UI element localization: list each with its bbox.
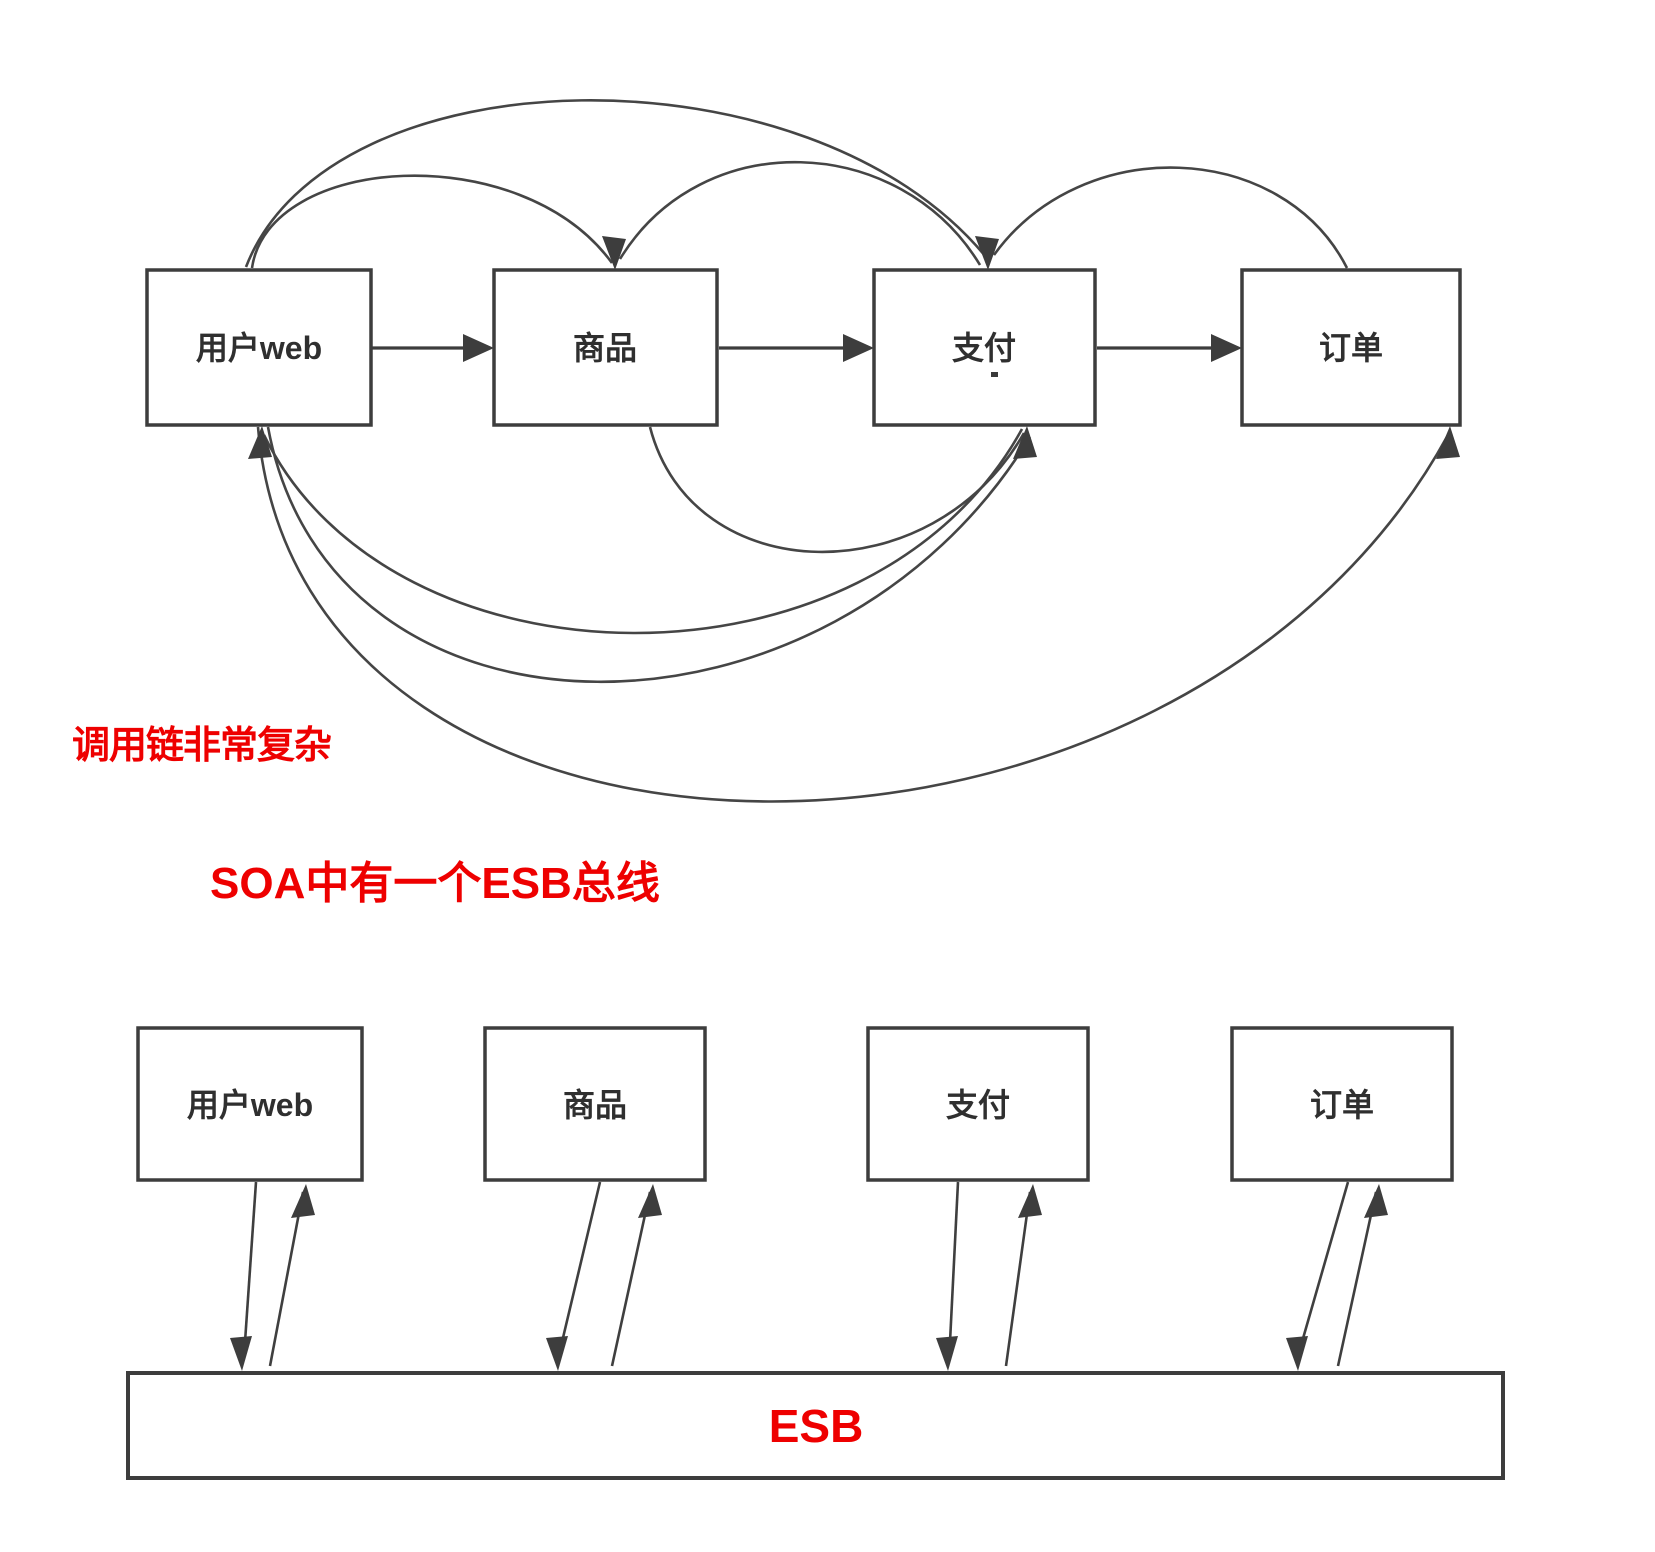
edge-userweb-goods-top-arc bbox=[250, 174, 614, 269]
node-pay-top-box bbox=[872, 268, 1097, 427]
node-goods-bottom-box bbox=[483, 1026, 707, 1182]
node-goods-top: 商品 bbox=[492, 268, 719, 427]
arrowhead-right-2-icon bbox=[843, 334, 874, 362]
arrowhead-up-userweb-icon bbox=[291, 1184, 315, 1218]
node-pay-bottom-box bbox=[866, 1026, 1090, 1182]
arrowhead-up-pay-icon bbox=[1018, 1184, 1042, 1218]
edge-userweb-pay-top-arc bbox=[244, 99, 988, 268]
node-goods-bottom: 商品 bbox=[483, 1026, 707, 1182]
esb-bus-label: ESB bbox=[769, 1400, 864, 1452]
arrowhead-down-pay-icon bbox=[936, 1336, 958, 1371]
node-userweb-bottom-box bbox=[136, 1026, 364, 1182]
edge-userweb-order-bottom-arc bbox=[256, 426, 1450, 803]
edge-pay-userweb-bottom-arc bbox=[262, 428, 1024, 635]
node-goods-bottom-label: 商品 bbox=[563, 1087, 627, 1123]
arrowhead-down-userweb-icon bbox=[230, 1336, 252, 1371]
arrowhead-down-order-icon bbox=[1286, 1336, 1308, 1371]
arrowhead-up-order-icon bbox=[1364, 1184, 1388, 1218]
link-esb-to-pay bbox=[1004, 1191, 1032, 1367]
arrowhead-right-1-icon bbox=[463, 334, 494, 362]
esb-bus: ESB bbox=[126, 1371, 1505, 1480]
arrowhead-down-goods-icon bbox=[546, 1336, 568, 1371]
arrowhead-up-goods-icon bbox=[638, 1184, 662, 1218]
node-goods-top-box bbox=[492, 268, 719, 427]
arrowhead-into-order-bottom-icon bbox=[1436, 426, 1460, 459]
edge-order-pay-top-arc bbox=[992, 166, 1349, 269]
arrowhead-into-pay-top-icon bbox=[975, 236, 999, 270]
node-pay-top-label: 支付 bbox=[952, 330, 1016, 366]
complex-chain-caption: 调用链非常复杂 bbox=[72, 725, 331, 767]
node-userweb-top-label: 用户web bbox=[196, 330, 322, 366]
arrowhead-right-3-icon bbox=[1211, 334, 1242, 362]
stray-dot bbox=[991, 372, 998, 377]
node-order-top-label: 订单 bbox=[1319, 330, 1383, 366]
link-goods-to-esb bbox=[560, 1181, 602, 1343]
node-goods-top-label: 商品 bbox=[573, 330, 637, 366]
link-order-to-esb bbox=[1300, 1181, 1350, 1343]
node-order-bottom: 订单 bbox=[1230, 1026, 1454, 1182]
node-userweb-top: 用户web bbox=[145, 268, 373, 427]
link-pay-to-esb bbox=[948, 1181, 960, 1343]
edge-pay-goods-top-arc bbox=[618, 160, 982, 266]
link-esb-to-goods bbox=[610, 1191, 652, 1367]
arrowhead-into-goods-top-icon bbox=[602, 236, 626, 270]
link-esb-to-order bbox=[1336, 1191, 1378, 1367]
arrowhead-into-pay-bottom-icon bbox=[1013, 426, 1037, 459]
arrowhead-into-userweb-bottom-icon bbox=[248, 426, 272, 459]
node-order-bottom-box bbox=[1230, 1026, 1454, 1182]
node-pay-top: 支付 bbox=[872, 268, 1097, 427]
edge-userweb-pay-bottom-arc bbox=[266, 426, 1032, 684]
node-order-top-box bbox=[1240, 268, 1462, 427]
node-pay-bottom-label: 支付 bbox=[946, 1087, 1010, 1123]
node-order-top: 订单 bbox=[1240, 268, 1462, 427]
edge-goods-pay-bottom-arc bbox=[648, 426, 1026, 554]
node-userweb-top-box bbox=[145, 268, 373, 427]
link-esb-to-userweb bbox=[268, 1191, 305, 1367]
node-order-bottom-label: 订单 bbox=[1310, 1087, 1374, 1123]
esb-bus-bar bbox=[126, 1371, 1505, 1480]
soa-esb-caption: SOA中有一个ESB总线 bbox=[210, 859, 660, 908]
link-userweb-to-esb bbox=[243, 1181, 258, 1343]
node-userweb-bottom-label: 用户web bbox=[187, 1087, 313, 1123]
node-pay-bottom: 支付 bbox=[866, 1026, 1090, 1182]
node-userweb-bottom: 用户web bbox=[136, 1026, 364, 1182]
